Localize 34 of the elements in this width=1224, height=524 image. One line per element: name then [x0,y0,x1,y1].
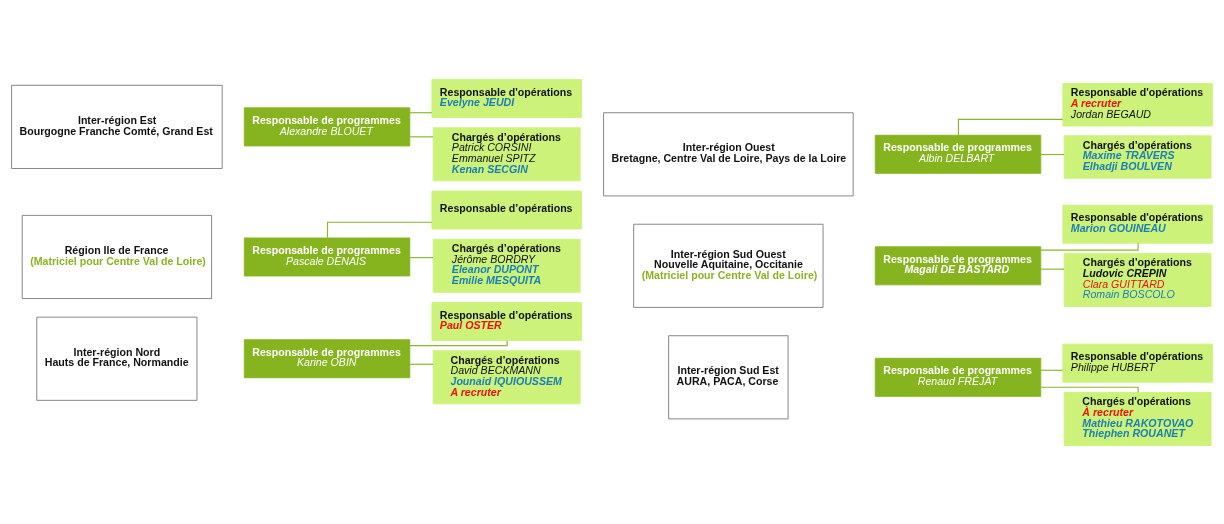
node-box: Responsable d’opérations Paul OSTER [431,301,582,341]
node-box: Chargés d’opérations Maxime TRAVERS Elhadji BOULVEN [1063,134,1212,179]
connector [409,111,433,113]
node-box: Responsable de programmes Albin DELBART [874,134,1042,174]
node-box: Responsable de programmes Karine OBIN [243,338,411,378]
connector [1040,369,1064,371]
node-box: Responsable d’opérations [431,190,582,230]
connector [1040,242,1139,251]
node-box: Responsable de programmes Pascale DENAIS [243,237,411,276]
node-box: Chargés d’opérations Ludovic CREPIN Clara GUITTARD Romain BOSCOLO [1063,252,1212,307]
node-box: Chargés d’opérations Patrick CORSINI Emmanuel SPITZ Kenan SECGIN [432,126,581,181]
node-box: Inter-région Sud Est AURA, PACA, Corse [668,334,789,419]
connector [409,339,508,346]
node-box: Inter-région Ouest Bretagne, Centre Val de Loire, Pays de la Loire [603,111,854,196]
connector [1040,386,1139,393]
node-box: Chargés d’opérations David BECKMANN Jounaid IQUIOUSSEM A recruter [432,349,581,404]
node-box: Responsable de programmes Renaud FRÉJAT [874,357,1042,397]
node-box: Responsable d'opérations Evelyne JEUDI [431,78,582,118]
connector [409,135,434,137]
node-box: Responsable d'opérations A recruter Jordan BEGAUD [1062,82,1213,126]
node-box: Chargés d'opérations À recruter Mathieu RAKOTOVAO Thiephen ROUANET [1063,391,1212,446]
connector [1040,268,1065,270]
node-box: Responsable d'opérations Philippe HUBERT [1062,343,1213,383]
node-box: Responsable de programmes Alexandre BLOUET [243,106,411,146]
node-box: Chargés d’opérations Jérôme BORDRY Eleanor DUPONT Emilie MESQUITA [432,238,581,293]
node-box: Inter-région Est Bourgogne Franche Comté, Grand Est [11,84,223,169]
connector [1040,153,1065,155]
node-box: Responsable d'opérations Marion GOUINEAU [1062,204,1213,244]
node-box: Région Ile de France (Matriciel pour Centre Val de Loire) [21,214,212,299]
connector [409,363,434,365]
node-box: Inter-région Nord Hauts de France, Normandie [36,316,198,401]
node-box: Responsable de programmes Magali DE BASTARD [874,245,1042,285]
node-box: Inter-région Sud Ouest Nouvelle Aquitaine, Occitanie (Matriciel pour Centre Val de Loire) [633,223,824,308]
connector [409,256,434,258]
